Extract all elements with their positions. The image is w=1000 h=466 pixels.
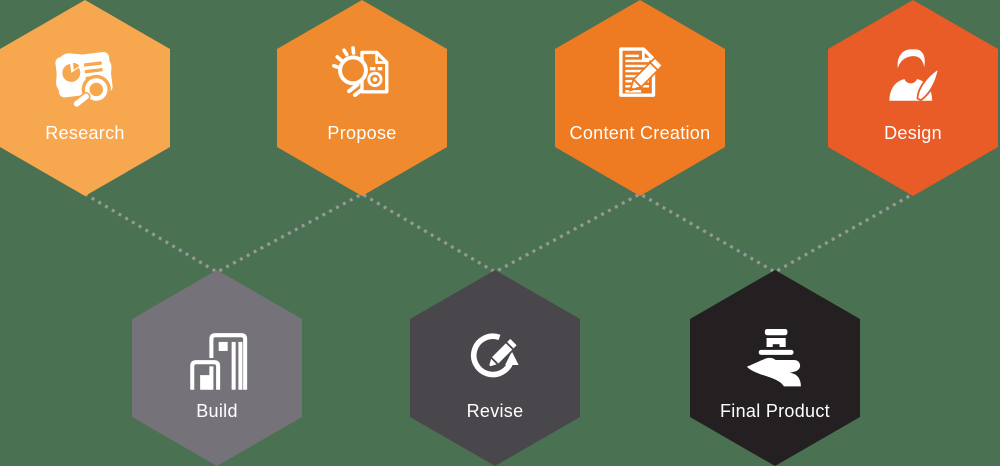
hexagon-propose: Propose xyxy=(277,0,447,196)
step-label-final-product: Final Product xyxy=(720,401,830,421)
build-icon xyxy=(181,320,253,392)
step-label-revise: Revise xyxy=(466,401,524,421)
content-creation-icon xyxy=(604,40,676,112)
step-label-propose: Propose xyxy=(327,123,397,143)
final-product-icon xyxy=(739,320,811,392)
design-icon xyxy=(877,40,949,112)
research-icon xyxy=(49,40,121,112)
revise-icon xyxy=(459,320,531,392)
step-label-design: Design xyxy=(884,123,942,143)
propose-icon xyxy=(326,40,398,112)
step-label-build: Build xyxy=(196,401,238,421)
step-label-content-creation: Content Creation xyxy=(569,123,711,143)
step-label-research: Research xyxy=(45,123,125,143)
